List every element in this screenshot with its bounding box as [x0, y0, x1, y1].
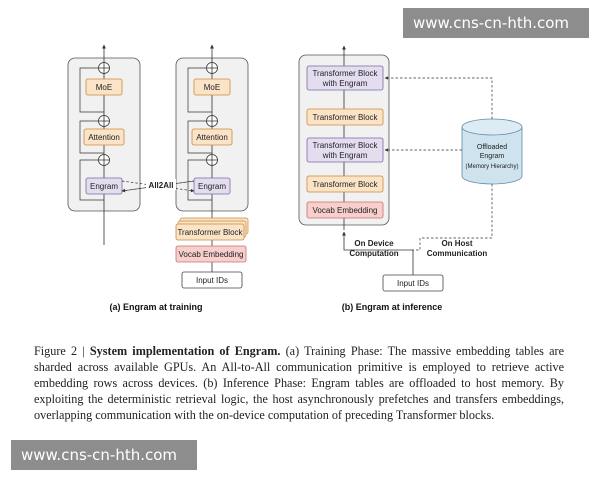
vocab-embedding-label: Vocab Embedding: [313, 206, 378, 215]
on-host-line1: On Host: [441, 239, 472, 248]
vocab-embedding-block: [306, 201, 384, 219]
input-ids-label: Input IDs: [196, 276, 228, 285]
attention-label: Attention: [196, 133, 228, 142]
engram-system-diagram: MoE Attention Engram MoE Attention Engra…: [67, 44, 523, 312]
transformer-block-label: Transformer Block: [312, 180, 378, 189]
panel-a-training: MoE Attention Engram MoE Attention Engra…: [67, 44, 249, 312]
add-node: [98, 115, 110, 127]
caption-body: (a) Training Phase: The massive embeddin…: [34, 344, 564, 422]
engram-label: Engram: [90, 182, 118, 191]
transformer-engram-block: [306, 65, 384, 91]
attention-block: [83, 128, 125, 146]
input-ids-label: Input IDs: [397, 279, 429, 288]
offloaded-engram-storage: Offloaded Engram (Memory Hierarchy): [461, 118, 523, 185]
add-node: [98, 62, 110, 74]
on-device-line1: On Device: [354, 239, 394, 248]
transformer-engram-line1: Transformer Block: [312, 141, 378, 150]
on-device-line2: Computation: [349, 249, 398, 258]
moe-label: MoE: [204, 83, 220, 92]
engram-label: Engram: [198, 182, 226, 191]
transformer-engram-line2: with Engram: [322, 151, 368, 160]
input-ids-box: [181, 271, 243, 289]
storage-line1: Offloaded: [477, 144, 507, 151]
transformer-block-label: Transformer Block: [177, 228, 243, 237]
transformer-block-label: Transformer Block: [312, 113, 378, 122]
on-host-line2: Communication: [427, 249, 488, 258]
subcaption-a: (a) Engram at training: [109, 302, 202, 312]
engram-block: [193, 177, 231, 195]
transformer-engram-line1: Transformer Block: [312, 69, 378, 78]
transformer-block-stack: [175, 223, 245, 241]
moe-block: [193, 78, 231, 96]
host-transfer-links: [384, 76, 493, 251]
transformer-block: [306, 108, 384, 126]
vocab-embedding-label: Vocab Embedding: [179, 250, 244, 259]
transformer-block: [306, 175, 384, 193]
attention-block: [191, 128, 233, 146]
watermark-top: www.cns-cn-hth.com: [403, 8, 589, 38]
add-node: [98, 154, 110, 166]
engram-block: [85, 177, 123, 195]
moe-block: [85, 78, 123, 96]
input-ids-box: [382, 274, 444, 292]
watermark-bottom: www.cns-cn-hth.com: [11, 440, 197, 470]
moe-label: MoE: [96, 83, 112, 92]
vocab-embedding-block: [175, 245, 247, 263]
device-route: [342, 231, 414, 275]
add-node: [206, 115, 218, 127]
transformer-engram-line2: with Engram: [322, 79, 368, 88]
caption-prefix: Figure 2 |: [34, 344, 90, 358]
attention-label: Attention: [88, 133, 120, 142]
add-node: [206, 154, 218, 166]
storage-line3: (Memory Hierarchy): [465, 164, 518, 170]
subcaption-b: (b) Engram at inference: [342, 302, 443, 312]
all2all-label: All2All: [149, 181, 174, 190]
transformer-engram-block: [306, 137, 384, 163]
storage-line2: Engram: [480, 153, 505, 160]
figure-caption: Figure 2 | System implementation of Engr…: [34, 343, 564, 423]
panel-b-inference: Transformer Block with Engram Transforme…: [298, 45, 523, 312]
add-node: [206, 62, 218, 74]
caption-title: System implementation of Engram.: [89, 344, 281, 358]
